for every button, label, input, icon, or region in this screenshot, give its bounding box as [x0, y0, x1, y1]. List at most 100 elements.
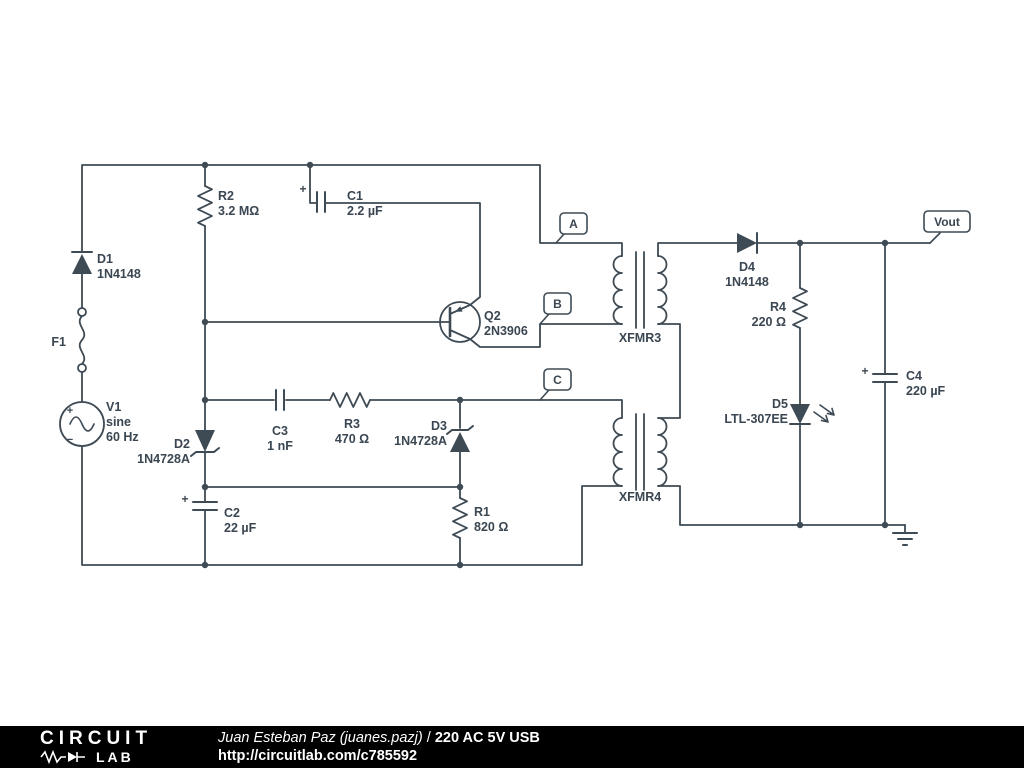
node-flag-a-pointer: [555, 233, 565, 244]
node-flag-b-label: B: [553, 297, 562, 311]
zener-d3[interactable]: D3 1N4728A: [394, 419, 474, 452]
circuitlab-logo[interactable]: CIRCUIT LAB: [40, 727, 212, 766]
resistor-r2-zigzag: [197, 185, 213, 227]
d4-name-label: D4: [739, 260, 755, 274]
footer-byline: Juan Esteban Paz (juanes.pazj) / 220 AC …: [218, 729, 540, 747]
diode-d4-triangle: [737, 233, 757, 253]
c4-value-label: 220 µF: [906, 384, 946, 398]
node-flag-c-label: C: [553, 373, 562, 387]
d5-name-label: D5: [772, 397, 788, 411]
r2-name-label: R2: [218, 189, 234, 203]
r4-value-label: 220 Ω: [752, 315, 786, 329]
led-d5[interactable]: D5 LTL-307EE: [724, 397, 835, 426]
r3-value-label: 470 Ω: [335, 432, 369, 446]
node-flag-vout-label: Vout: [934, 215, 960, 229]
r1-name-label: R1: [474, 505, 490, 519]
zener-d3-triangle: [450, 432, 470, 452]
q2-value-label: 2N3906: [484, 324, 528, 338]
capacitor-c4-plates: [872, 373, 898, 383]
d1-value-label: 1N4148: [97, 267, 141, 281]
capacitor-c3-plates: [275, 389, 285, 411]
capacitor-c4[interactable]: + C4 220 µF: [861, 364, 945, 398]
node-flag-b-pointer: [539, 313, 550, 325]
xfmr3-core: [635, 251, 645, 329]
xfmr3-right-coil: [657, 255, 668, 325]
fuse-f1-element: [78, 315, 86, 365]
logo-lab-text: LAB: [96, 749, 134, 766]
d4-value-label: 1N4148: [725, 275, 769, 289]
f1-name-label: F1: [51, 335, 66, 349]
xfmr4-name-label: XFMR4: [619, 490, 661, 504]
resistor-r2[interactable]: R2 3.2 MΩ: [197, 185, 259, 227]
diode-d1-triangle: [72, 254, 92, 274]
c3-name-label: C3: [272, 424, 288, 438]
node-flag-vout-pointer: [929, 232, 941, 244]
capacitor-c3[interactable]: C3 1 nF: [267, 389, 293, 453]
source-v1[interactable]: + − V1 sine 60 Hz: [59, 400, 139, 447]
circuit-url[interactable]: http://circuitlab.com/c785592: [218, 748, 418, 764]
node-flag-a[interactable]: A: [555, 212, 588, 244]
c3-value-label: 1 nF: [267, 439, 293, 453]
q2-name-label: Q2: [484, 309, 501, 323]
r4-name-label: R4: [770, 300, 786, 314]
schematic-canvas: D1 1N4148 F1 + − V1 sine 60 Hz R2 3.2 MΩ…: [51, 161, 971, 569]
node-flag-c-box: [543, 368, 572, 391]
transformer-xfmr3[interactable]: XFMR3: [612, 251, 668, 345]
xfmr4-left-coil: [612, 417, 623, 487]
logo-circuit-text: CIRCUIT: [40, 727, 153, 749]
resistor-r3-zigzag: [329, 392, 371, 408]
xfmr4-right-coil: [657, 417, 668, 487]
c4-plus-sign: +: [861, 364, 868, 378]
v1-extra-label: 60 Hz: [106, 430, 139, 444]
node-flag-a-label: A: [569, 217, 578, 231]
node-flag-vout[interactable]: Vout: [923, 210, 971, 244]
c4-name-label: C4: [906, 369, 922, 383]
capacitor-c2-plates: [192, 501, 218, 511]
ground-icon[interactable]: [892, 524, 918, 546]
r3-name-label: R3: [344, 417, 360, 431]
c2-plus-sign: +: [181, 492, 188, 506]
node-flag-a-box: [559, 212, 588, 235]
byline-separator: /: [422, 729, 435, 746]
c1-name-label: C1: [347, 189, 363, 203]
diode-d1[interactable]: D1 1N4148: [71, 251, 141, 281]
capacitor-c1[interactable]: + C1 2.2 µF: [299, 182, 383, 218]
ground-bars: [892, 532, 918, 546]
zener-d2[interactable]: D2 1N4728A: [137, 430, 220, 466]
fuse-f1-bottom-terminal: [77, 363, 87, 373]
v1-plus-sign: +: [67, 405, 73, 417]
c1-plus-sign: +: [299, 182, 306, 196]
resistor-r3[interactable]: R3 470 Ω: [329, 392, 371, 446]
wire-segments: [81, 164, 931, 566]
zener-d3-bar: [446, 425, 474, 435]
resistor-r1[interactable]: R1 820 Ω: [452, 497, 508, 539]
capacitor-c2[interactable]: + C2 22 µF: [181, 492, 256, 535]
transistor-q2-emitter-arrow: [455, 306, 463, 312]
node-flag-c-pointer: [539, 389, 550, 401]
c2-value-label: 22 µF: [224, 521, 257, 535]
d2-value-label: 1N4728A: [137, 452, 190, 466]
fuse-f1[interactable]: F1: [51, 307, 87, 373]
resistor-r4[interactable]: R4 220 Ω: [752, 287, 808, 329]
d1-name-label: D1: [97, 252, 113, 266]
resistor-r1-zigzag: [452, 497, 468, 539]
d3-value-label: 1N4728A: [394, 434, 447, 448]
node-flag-b[interactable]: B: [539, 292, 572, 325]
zener-d2-triangle: [195, 430, 215, 452]
d3-name-label: D3: [431, 419, 447, 433]
diode-d4[interactable]: D4 1N4148: [725, 232, 769, 289]
footer: CIRCUIT LAB Juan Esteban Paz (juanes.paz…: [0, 726, 1024, 768]
xfmr3-name-label: XFMR3: [619, 331, 661, 345]
node-flag-c[interactable]: C: [539, 368, 572, 401]
capacitor-c1-plates: [316, 191, 326, 213]
resistor-r4-zigzag: [792, 287, 808, 329]
sine-wave-icon: [69, 416, 95, 432]
transformer-xfmr4[interactable]: XFMR4: [612, 413, 668, 504]
led-d5-triangle: [790, 404, 810, 424]
fuse-f1-top-terminal: [77, 307, 87, 317]
c1-value-label: 2.2 µF: [347, 204, 383, 218]
v1-name-label: V1: [106, 400, 121, 414]
xfmr4-core: [635, 413, 645, 491]
transistor-q2[interactable]: Q2 2N3906: [439, 301, 528, 343]
